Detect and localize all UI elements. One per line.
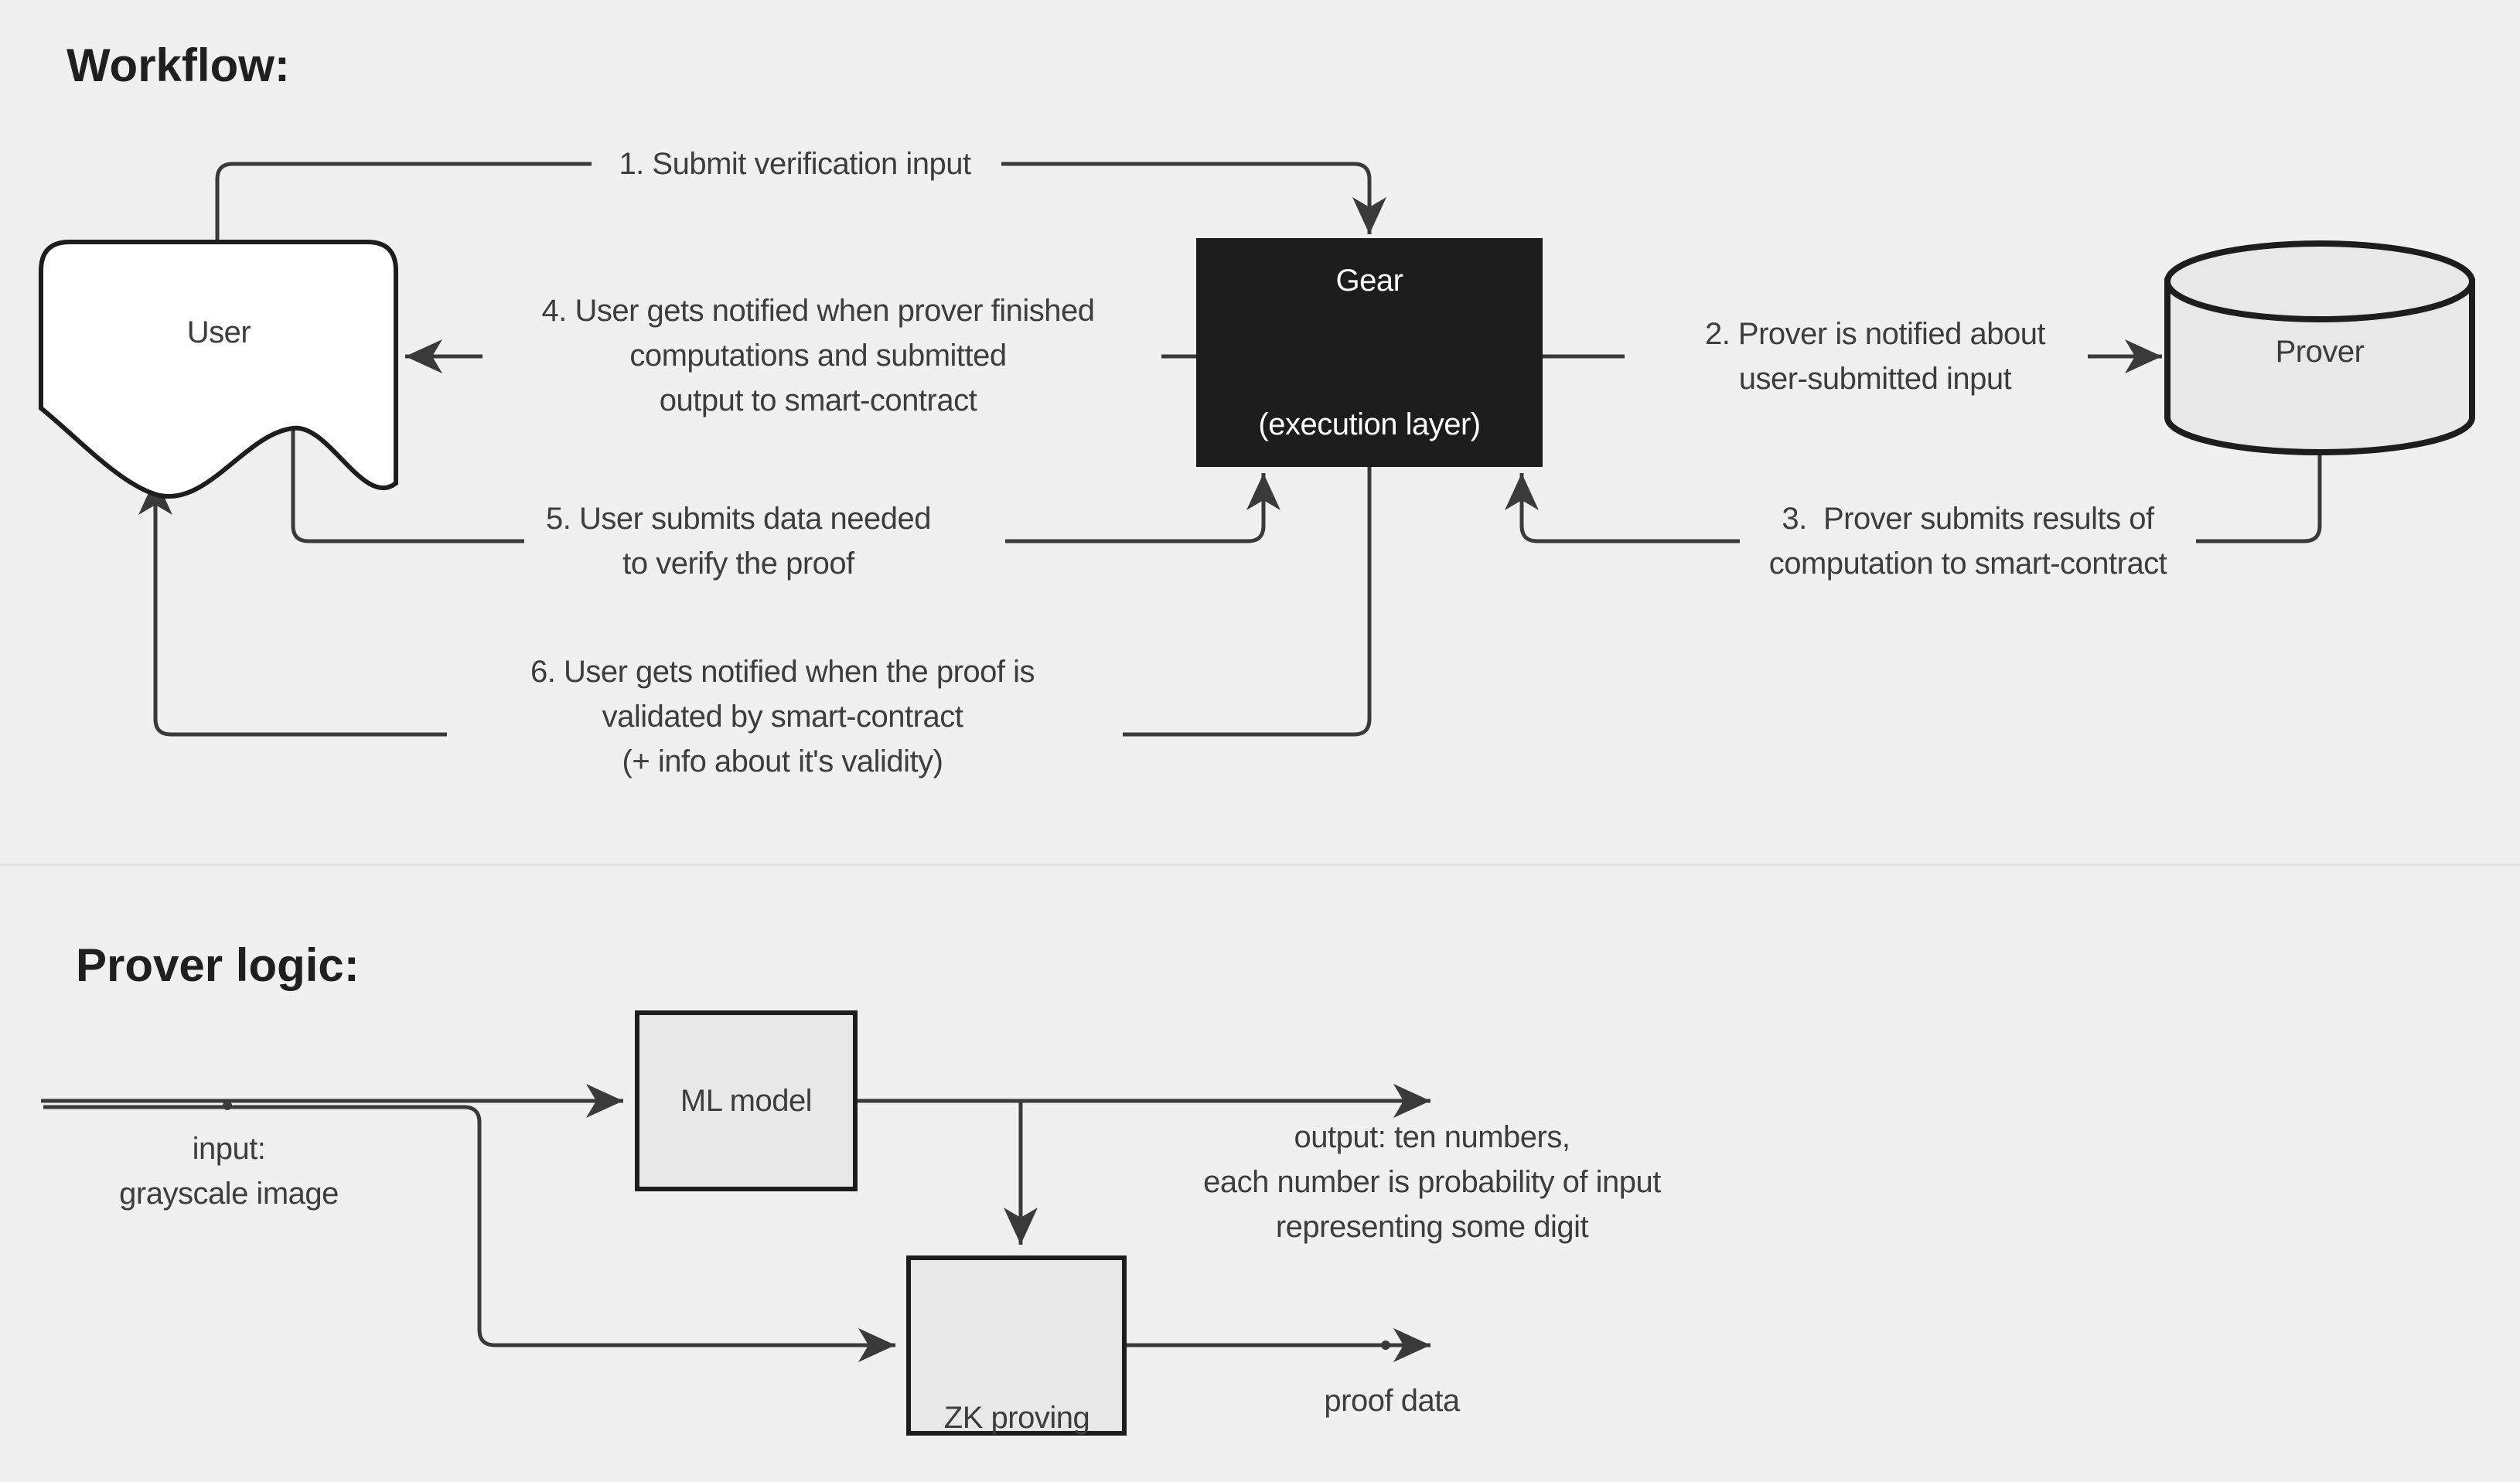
gear-label-line2: (execution layer) xyxy=(1258,407,1481,441)
step2-label: 2. Prover is notified about user-submitt… xyxy=(1704,312,2046,401)
arrow-step6-segment-a xyxy=(1123,467,1372,737)
step3-label-line2: computation to smart-contract xyxy=(1768,547,2167,581)
step3-label: 3. Prover submits results of computation… xyxy=(1769,496,2167,586)
step2-label-line1: 2. Prover is notified about xyxy=(1704,317,2046,351)
zk-label-line1: ZK proving xyxy=(943,1401,1090,1435)
zk-output-dot xyxy=(1381,1341,1390,1350)
ml-model-node-label: ML model xyxy=(680,1084,813,1118)
input-annotation-line2: grayscale image xyxy=(119,1177,339,1211)
output-annotation-line2: each number is probability of input xyxy=(1203,1165,1661,1199)
step5-label: 5. User submits data needed to verify th… xyxy=(546,496,931,586)
arrow-step1-segment-a xyxy=(215,162,592,242)
output-annotation: output: ten numbers, each number is prob… xyxy=(1203,1115,1661,1249)
ml-model-node xyxy=(635,1010,858,1191)
step6-label-line3: (+ info about it's validity) xyxy=(622,744,943,778)
zk-proving-node-label: ZK proving algorithm xyxy=(943,1302,1090,1482)
step2-label-line2: user-submitted input xyxy=(1738,362,2012,396)
step6-label: 6. User gets notified when the proof is … xyxy=(530,649,1035,784)
step3-label-line1: 3. Prover submits results of xyxy=(1782,502,2154,536)
input-annotation: input: grayscale image xyxy=(119,1126,339,1216)
step1-label-line1: 1. Submit verification input xyxy=(619,147,971,181)
proof-data-annotation: proof data xyxy=(1324,1378,1460,1423)
step4-label: 4. User gets notified when prover finish… xyxy=(542,288,1095,423)
arrow-step3-segment-a xyxy=(2196,452,2322,543)
gear-label-line1: Gear xyxy=(1335,264,1403,298)
arrow-step6-segment-b xyxy=(138,478,447,737)
arrow-step5-segment-a xyxy=(291,430,524,543)
user-shape xyxy=(39,240,398,499)
workflow-title: Workflow: xyxy=(66,39,290,91)
section-divider xyxy=(0,864,2520,866)
gear-node: Gear (execution layer) xyxy=(1196,238,1543,467)
step4-label-line2: computations and submitted xyxy=(629,339,1007,373)
prover-shape-body xyxy=(2164,278,2475,456)
zk-proving-node xyxy=(906,1255,1127,1436)
step5-label-line2: to verify the proof xyxy=(622,547,854,581)
output-annotation-line3: representing some digit xyxy=(1275,1210,1589,1244)
prover-logic-title: Prover logic: xyxy=(76,939,360,991)
arrow-step1-segment-b xyxy=(1001,162,1386,234)
step6-label-line1: 6. User gets notified when the proof is xyxy=(530,655,1035,689)
step1-label: 1. Submit verification input xyxy=(619,141,971,186)
step5-label-line1: 5. User submits data needed xyxy=(546,502,931,536)
arrow-step3-segment-b xyxy=(1505,473,1740,543)
proof-data-annotation-line1: proof data xyxy=(1324,1384,1460,1418)
input-line-dot xyxy=(223,1101,232,1110)
step6-label-line2: validated by smart-contract xyxy=(602,700,963,734)
output-annotation-line1: output: ten numbers, xyxy=(1294,1120,1570,1154)
gear-node-label: Gear (execution layer) xyxy=(1258,161,1481,544)
user-node-label: User xyxy=(186,315,251,349)
prover-node-label: Prover xyxy=(2275,335,2365,369)
arrow-step5-segment-b xyxy=(1005,473,1280,543)
prover-shape-top xyxy=(2164,240,2475,322)
input-branch-to-zk xyxy=(43,1105,895,1362)
step4-label-line1: 4. User gets notified when prover finish… xyxy=(541,294,1095,328)
step4-label-line3: output to smart-contract xyxy=(659,383,977,417)
input-annotation-line1: input: xyxy=(192,1132,266,1166)
